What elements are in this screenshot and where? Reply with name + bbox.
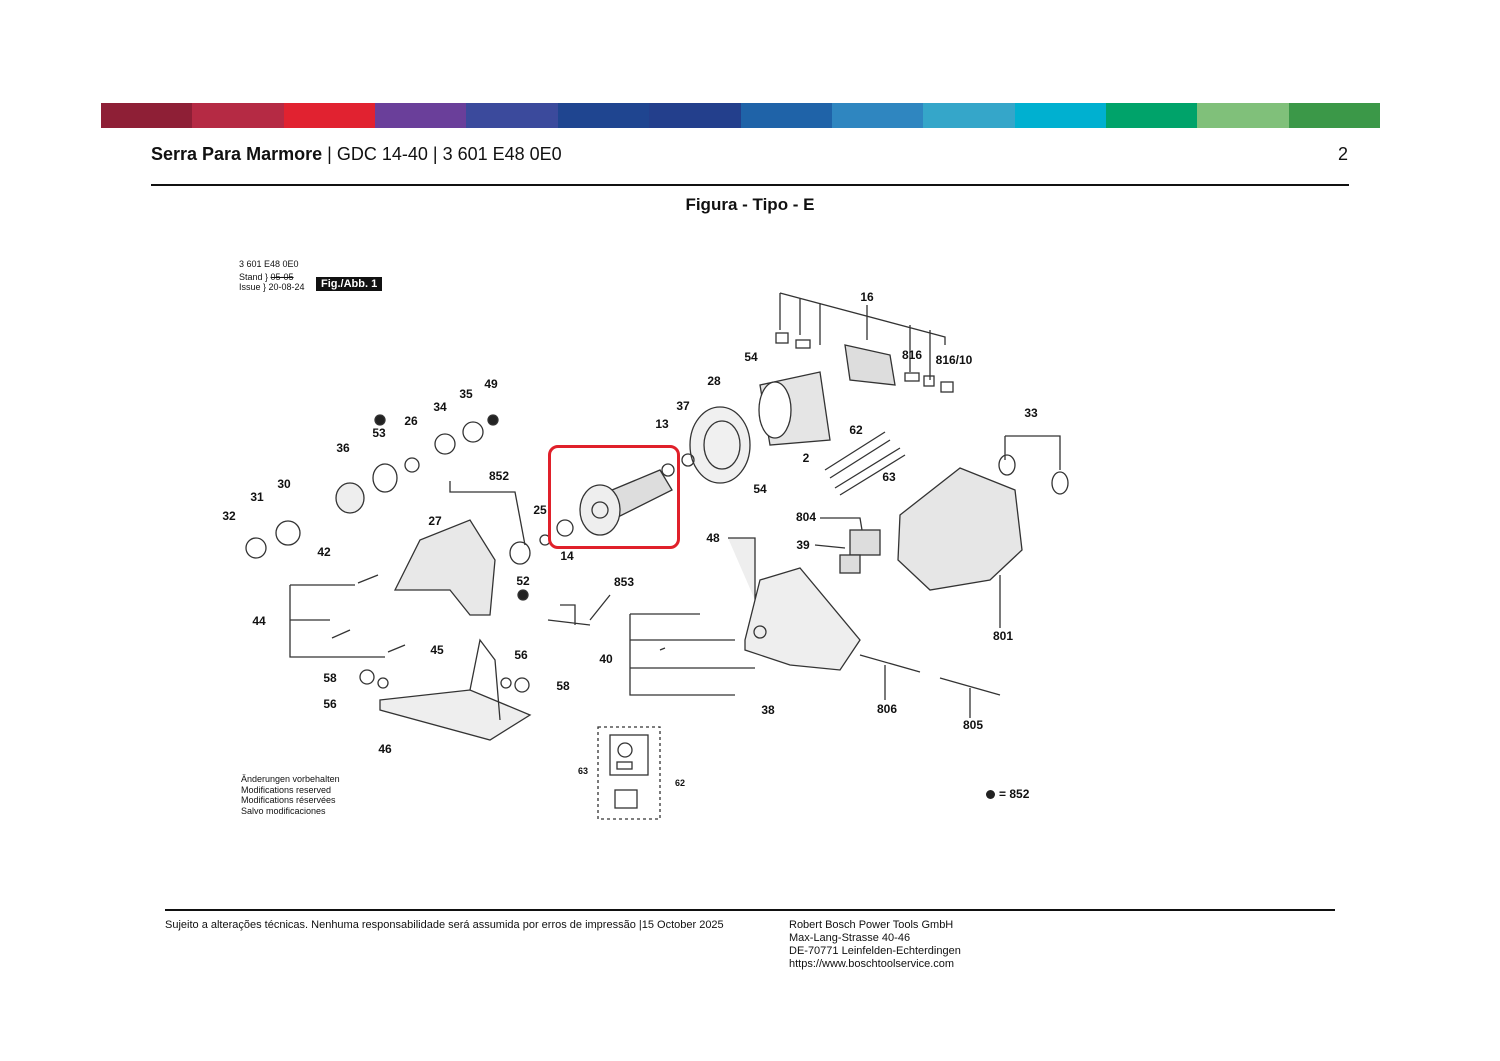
note: Modifications réservées (241, 795, 336, 805)
footer-disclaimer: Sujeito a alterações técnicas. Nenhuma r… (165, 919, 724, 931)
callout[interactable]: 33 (1024, 406, 1038, 420)
callout[interactable]: 34 (433, 400, 447, 414)
separator: | (327, 144, 332, 164)
highlighted-armature-region (548, 445, 680, 549)
callout[interactable]: 32 (222, 509, 236, 523)
note: Salvo modificaciones (241, 805, 326, 816)
callout[interactable]: 54 (744, 350, 758, 364)
footer-divider (165, 909, 1335, 911)
callout[interactable]: 816/10 (935, 353, 973, 367)
street: Max-Lang-Strasse 40-46 (789, 932, 911, 944)
callout[interactable]: 54 (753, 482, 767, 496)
website-link[interactable]: https://www.boschtoolservice.com (789, 958, 955, 970)
callout[interactable]: 16 (860, 290, 874, 304)
callout[interactable]: 49 (484, 377, 498, 391)
callout[interactable]: 56 (323, 697, 337, 711)
callout[interactable]: 852 (488, 469, 510, 483)
model: GDC 14-40 (336, 144, 428, 164)
color-segment (649, 103, 741, 128)
callout[interactable]: 42 (317, 545, 331, 559)
callout[interactable]: 14 (560, 549, 574, 563)
document-header: Serra Para Marmore | GDC 14-40 | 3 601 E… (151, 144, 562, 165)
figure-title: Figura - Tipo - E (685, 195, 815, 214)
callout[interactable]: 45 (430, 643, 444, 657)
brand-color-bar (101, 103, 1381, 128)
callout[interactable]: 56 (514, 648, 528, 662)
callout[interactable]: 25 (533, 503, 547, 517)
callout[interactable]: 28 (707, 374, 721, 388)
callout[interactable]: 26 (404, 414, 418, 428)
color-segment (1014, 103, 1106, 128)
stamp-code: 3 601 E48 0E0 (239, 259, 299, 269)
callout[interactable]: 31 (250, 490, 264, 504)
callout[interactable]: 63 (577, 766, 589, 776)
callout[interactable]: 44 (252, 614, 266, 628)
figure-badge: Fig./Abb. 1 (316, 277, 383, 291)
page-number: 2 (1337, 144, 1348, 164)
callout[interactable]: 2 (802, 451, 810, 465)
callout[interactable]: 39 (796, 538, 810, 552)
callout[interactable]: 62 (849, 423, 863, 437)
color-segment (1105, 103, 1198, 128)
callout[interactable]: 48 (706, 531, 720, 545)
note: Modifications reserved (241, 784, 332, 795)
legend-text: = 852 (999, 787, 1030, 801)
stand-label: Stand (239, 272, 263, 282)
city: DE-70771 Leinfelden-Echterdingen (789, 945, 961, 957)
color-segment (375, 103, 467, 128)
note: Änderungen vorbehalten (241, 774, 340, 784)
callout[interactable]: 62 (674, 778, 686, 788)
callout[interactable]: 63 (882, 470, 896, 484)
stand-value: 05-05 (270, 272, 294, 282)
callout[interactable]: 40 (599, 652, 613, 666)
issue-value: 20-08-24 (268, 282, 305, 292)
callout[interactable]: 58 (323, 671, 337, 685)
color-segment (557, 103, 650, 128)
color-segment (101, 103, 193, 128)
callout[interactable]: 37 (676, 399, 690, 413)
product-name: Serra Para Marmore (151, 144, 323, 164)
drawing-stamp: 3 601 E48 0E0 Stand } 05-05 Issue } 20-0… (239, 259, 305, 292)
filled-dot-icon (986, 789, 995, 799)
header-divider (151, 184, 1349, 186)
color-segment (283, 103, 376, 128)
callout[interactable]: 805 (962, 718, 984, 732)
callout[interactable]: 46 (378, 742, 392, 756)
callout[interactable]: 853 (613, 575, 635, 589)
callout[interactable]: 30 (277, 477, 291, 491)
callout[interactable]: 13 (655, 417, 669, 431)
callout[interactable]: 816 (901, 348, 923, 362)
color-segment (1197, 103, 1289, 128)
footer-address: Robert Bosch Power Tools GmbH Max-Lang-S… (789, 919, 961, 971)
callout[interactable]: 35 (459, 387, 473, 401)
callout[interactable]: 801 (992, 629, 1014, 643)
modification-notes: Änderungen vorbehalten Modifications res… (241, 774, 340, 816)
legend: = 852 (986, 787, 1029, 801)
color-segment (466, 103, 558, 128)
callout[interactable]: 27 (428, 514, 442, 528)
color-segment (1288, 103, 1381, 128)
callout[interactable]: 38 (761, 703, 775, 717)
separator: | (432, 144, 438, 164)
callout[interactable]: 58 (556, 679, 570, 693)
callout[interactable]: 52 (516, 574, 530, 588)
color-segment (923, 103, 1015, 128)
callout[interactable]: 36 (336, 441, 350, 455)
callout[interactable]: 806 (876, 702, 898, 716)
company-name: Robert Bosch Power Tools GmbH (789, 919, 954, 931)
color-segment (831, 103, 924, 128)
color-segment (740, 103, 832, 128)
callout[interactable]: 804 (795, 510, 817, 524)
part-number: 3 601 E48 0E0 (442, 144, 562, 164)
color-segment (192, 103, 284, 128)
issue-label: Issue (239, 282, 261, 292)
callout[interactable]: 53 (372, 426, 386, 440)
